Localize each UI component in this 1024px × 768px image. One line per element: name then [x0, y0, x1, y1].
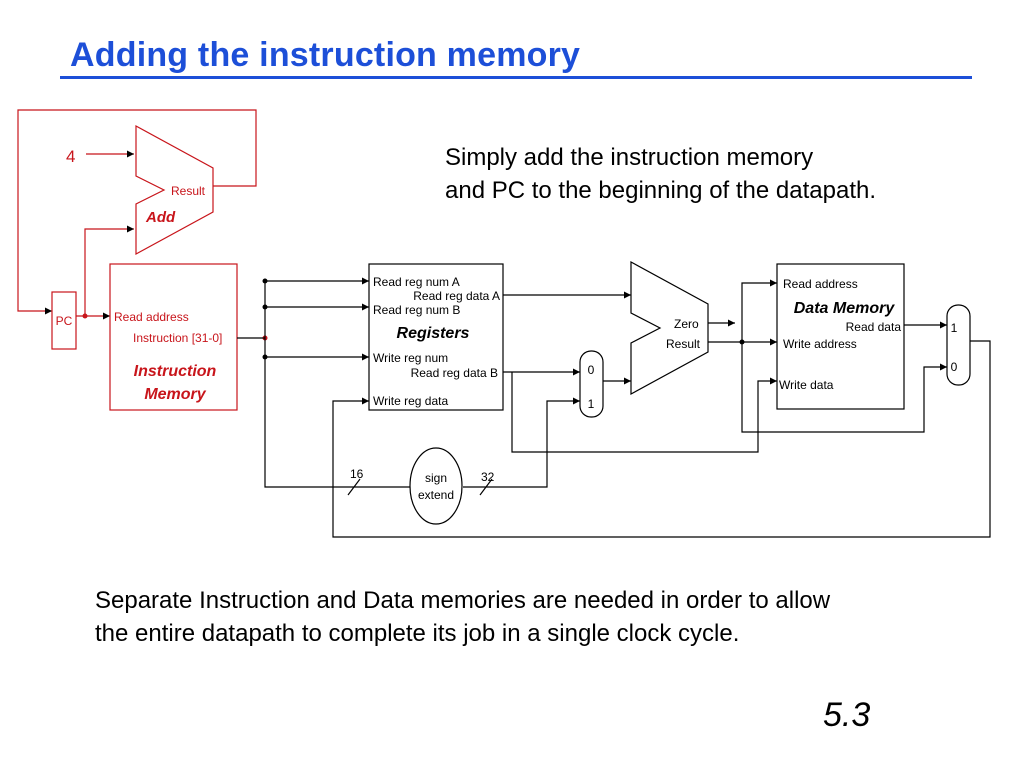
sign-extend-to-mux — [463, 397, 580, 488]
pc-to-adder-wire — [84, 225, 134, 316]
reg-read-data-a-label: Read reg data A — [413, 289, 500, 303]
width-slash-32 — [479, 478, 493, 496]
reg-read-num-a-label: Read reg num A — [373, 275, 460, 289]
junction-alu-result — [739, 339, 745, 345]
reg-read-data-b-label: Read reg data B — [411, 366, 498, 380]
footnote-line-1: Separate Instruction and Data memories a… — [95, 587, 831, 614]
data-memory-name: Data Memory — [794, 300, 896, 317]
dmem-write-data-label: Write data — [779, 378, 834, 392]
title-underline — [60, 76, 972, 79]
pc-section — [17, 109, 257, 320]
sign-extend-unit — [409, 447, 463, 525]
alu-source-mux — [579, 350, 604, 418]
imem-name-line-2: Memory — [144, 386, 206, 403]
instruction-memory — [109, 263, 238, 411]
footnote: Separate Instruction and Data memories a… — [95, 584, 995, 650]
sign-extend-line-2: extend — [418, 488, 454, 502]
imem-read-address-label: Read address — [114, 310, 189, 324]
read-data-b-to-write-data — [511, 372, 777, 453]
alu-mux-in0-label: 0 — [588, 363, 595, 377]
reg-write-num-label: Write reg num — [373, 351, 448, 365]
pc-junction-dot — [82, 313, 88, 319]
pc-register — [51, 291, 77, 350]
data-memory — [776, 263, 905, 410]
imem-name-line-1: Instruction — [134, 363, 217, 380]
alu-mux-in1-label: 1 — [588, 397, 595, 411]
junction-write-reg-num — [262, 354, 268, 360]
imem-instruction-label: Instruction [31-0] — [133, 331, 222, 345]
alu-result-label: Result — [666, 337, 701, 351]
registers-name: Registers — [397, 325, 470, 342]
alu-result-to-wb-mux — [741, 342, 947, 433]
junction-read-num-a — [262, 278, 268, 284]
pc-label: PC — [56, 314, 73, 328]
description: Simply add the instruction memory and PC… — [445, 141, 985, 207]
adder-name: Add — [145, 209, 176, 226]
adder-to-pc-wire — [17, 109, 257, 315]
dmem-read-address-label: Read address — [783, 277, 858, 291]
dmem-read-data-label: Read data — [846, 320, 902, 334]
width-label-32: 32 — [481, 470, 495, 484]
wb-mux-in0-label: 0 — [951, 360, 958, 374]
junction-read-num-b — [262, 304, 268, 310]
reg-write-data-label: Write reg data — [373, 394, 448, 408]
sign-extend-line-1: sign — [425, 471, 447, 485]
adder-result-label: Result — [171, 184, 206, 198]
slide-number: 5.3 — [823, 696, 871, 734]
footnote-line-2: the entire datapath to complete its job … — [95, 620, 740, 647]
alu-zero-label: Zero — [674, 317, 699, 331]
datapath-junctions — [262, 278, 745, 360]
description-line-2: and PC to the beginning of the datapath. — [445, 177, 877, 204]
adder-shape — [135, 124, 214, 256]
write-back-wire — [332, 340, 991, 538]
write-back-mux — [946, 304, 971, 386]
wb-mux-in1-label: 1 — [951, 321, 958, 335]
dmem-write-address-label: Write address — [783, 337, 857, 351]
constant-four: 4 — [66, 147, 75, 166]
instruction-bus-vertical — [264, 281, 410, 488]
width-label-16: 16 — [350, 467, 364, 481]
width-slash-16 — [347, 478, 361, 496]
reg-read-num-b-label: Read reg num B — [373, 303, 460, 317]
page-title: Adding the instruction memory — [70, 36, 581, 74]
description-line-1: Simply add the instruction memory — [445, 144, 814, 171]
register-file — [368, 263, 504, 411]
alu-shape — [630, 260, 709, 396]
alu-result-to-read-address — [741, 279, 777, 342]
